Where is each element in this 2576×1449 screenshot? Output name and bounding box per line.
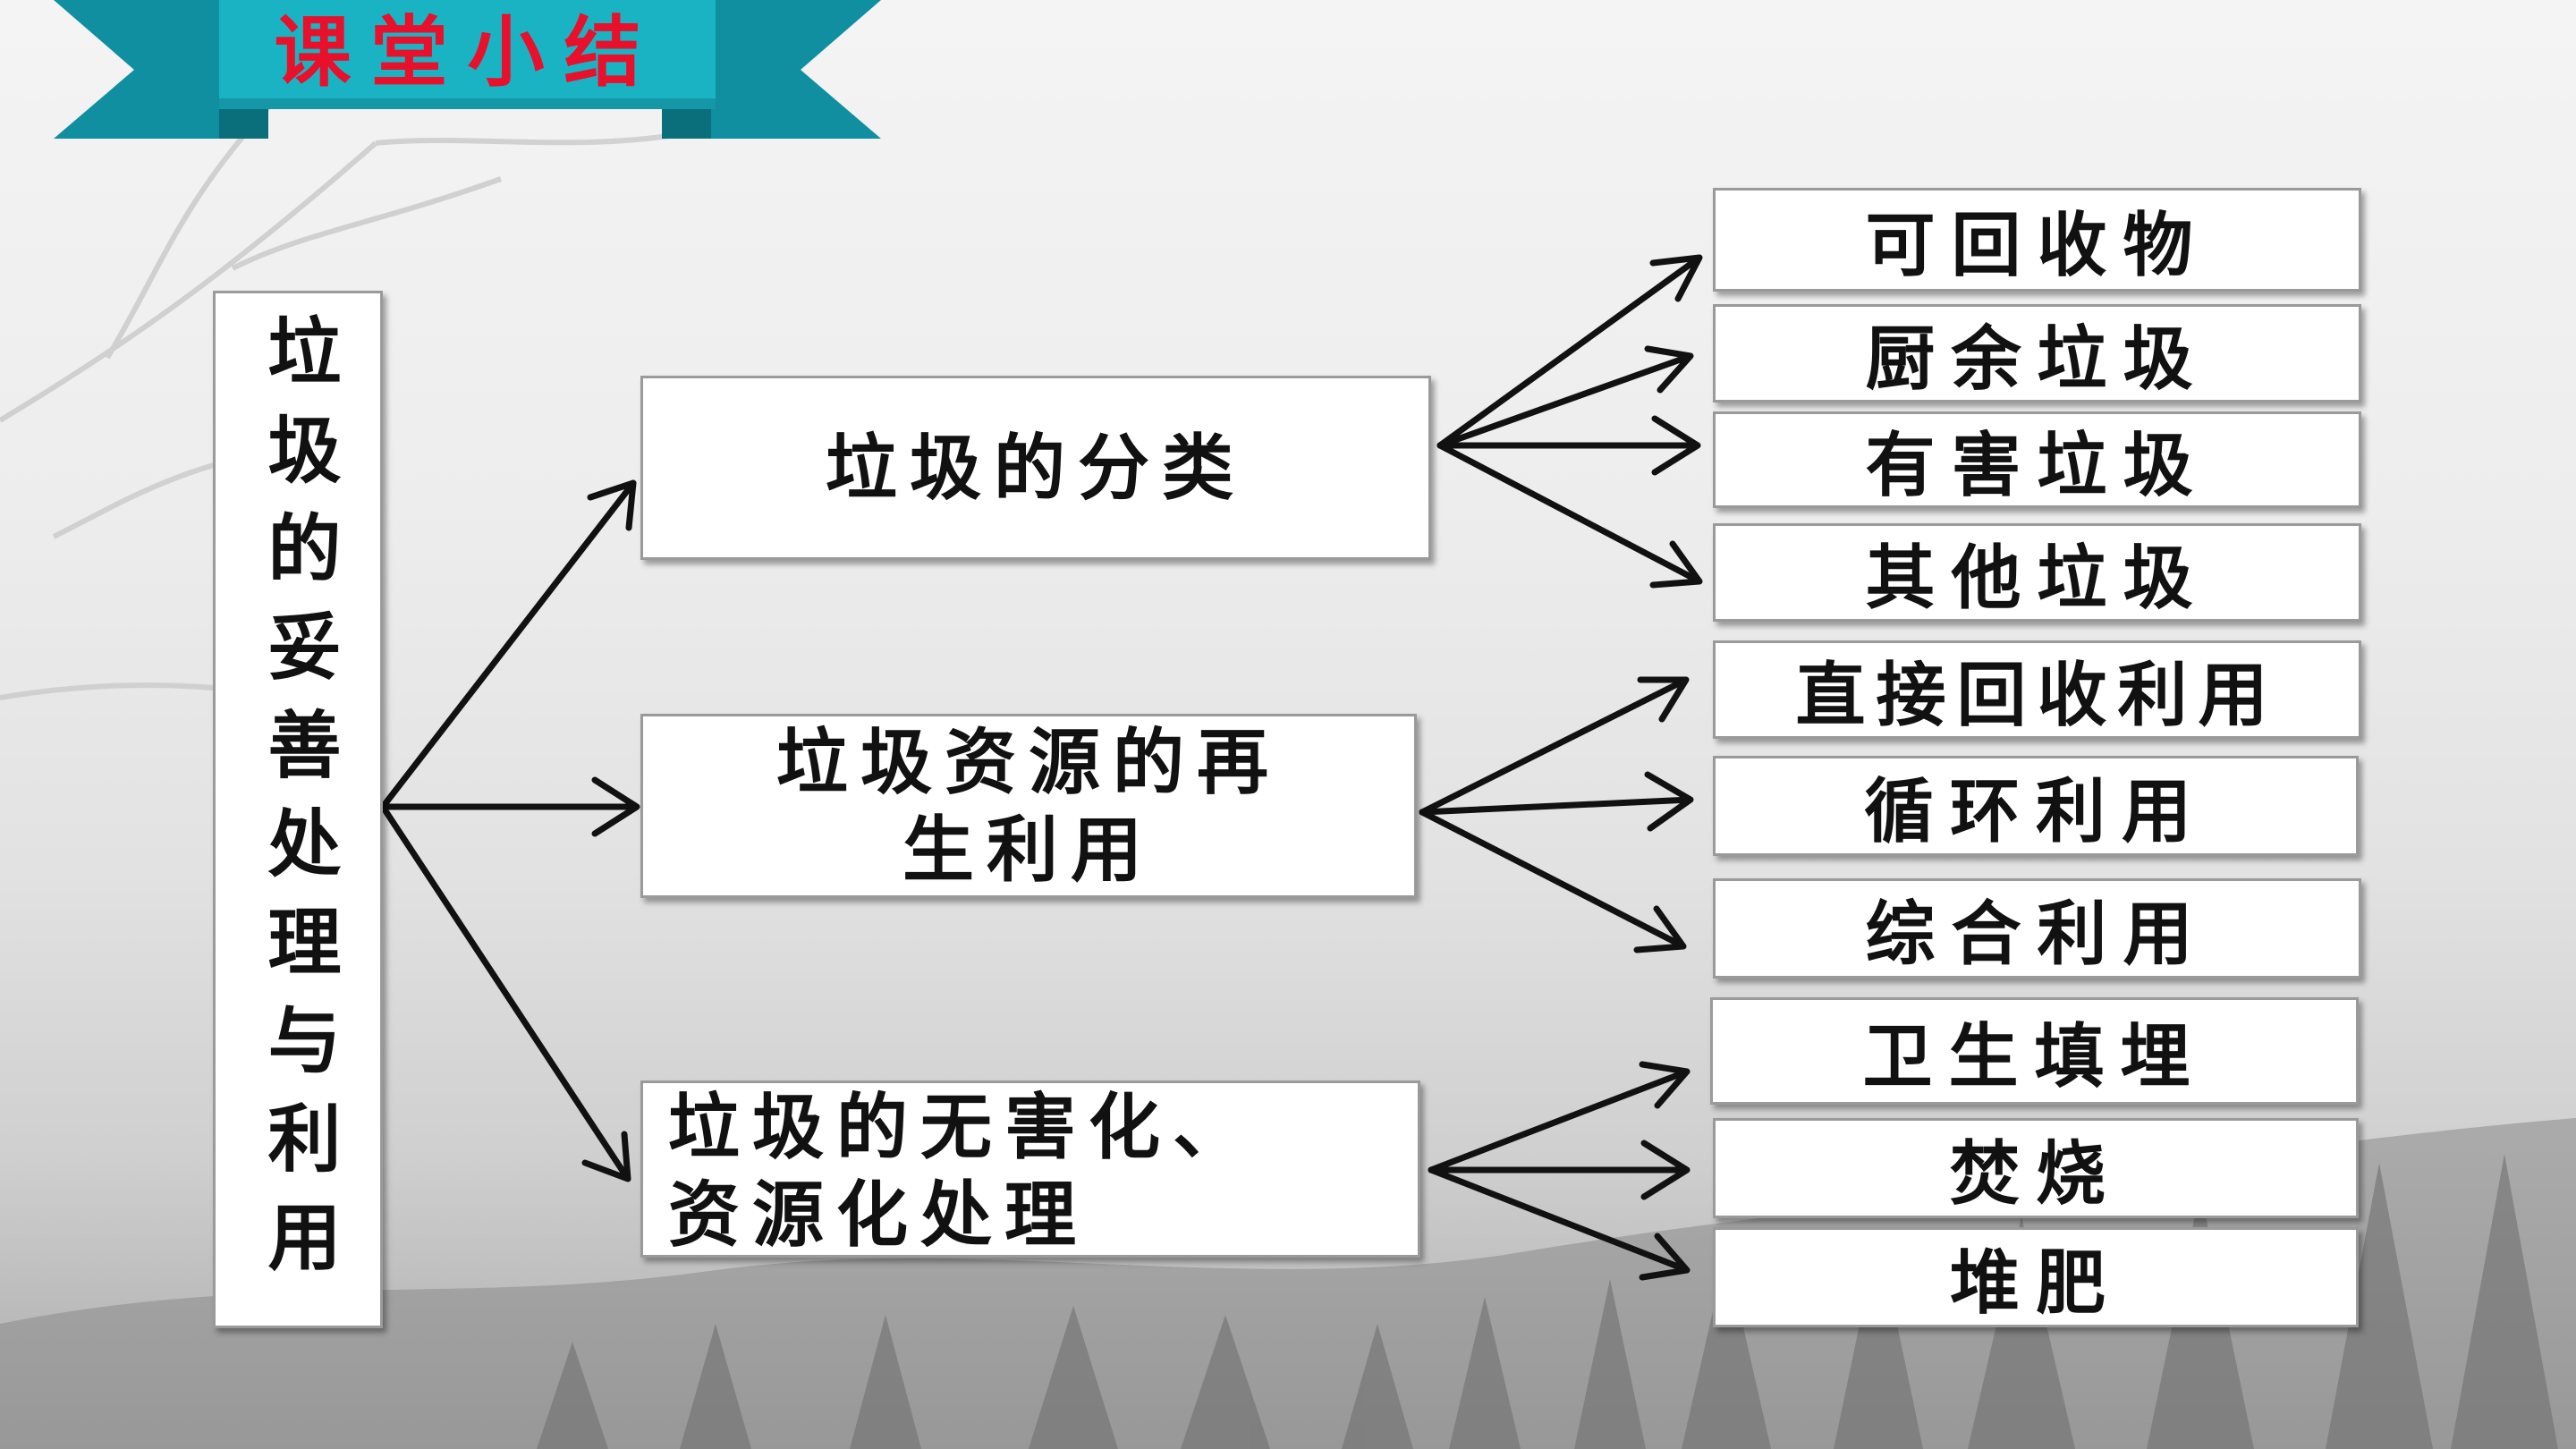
leaf-direct-recycle: 直接回收利用	[1713, 640, 2361, 739]
branch-resource-reuse: 垃圾资源的再 生利用	[640, 714, 1417, 898]
leaf-recyclable: 可回收物	[1713, 188, 2361, 292]
branch-classification-label: 垃圾的分类	[826, 426, 1246, 510]
arrow-to-direct-recycle	[1419, 676, 1690, 816]
tree-line-decoration	[537, 1154, 2558, 1449]
leaf-comprehensive-use: 综合利用	[1713, 878, 2361, 979]
leaf-cyclic-use: 循环利用	[1713, 756, 2359, 856]
leaf-incineration: 焚烧	[1713, 1118, 2359, 1218]
tree-branches-decoration	[0, 105, 681, 709]
arrow-root-to-classification	[379, 479, 637, 810]
leaf-landfill: 卫生填埋	[1710, 997, 2359, 1105]
arrow-to-landfill	[1428, 1061, 1690, 1174]
arrow-to-comprehensive-use	[1419, 809, 1687, 953]
title-banner: 课堂小结	[0, 0, 894, 157]
branch-resource-reuse-line2: 生利用	[902, 808, 1155, 892]
arrow-to-cyclic-use	[1419, 771, 1694, 832]
leaf-compost: 堆肥	[1713, 1227, 2359, 1327]
arrow-root-to-reuse	[379, 776, 640, 837]
leaf-other-waste: 其他垃圾	[1713, 523, 2361, 622]
branch-harmless-line1: 垃圾的无害化、	[668, 1085, 1257, 1169]
arrow-to-hazardous	[1436, 415, 1701, 476]
leaf-hazardous-waste: 有害垃圾	[1713, 411, 2361, 508]
banner-title: 课堂小结	[274, 6, 661, 97]
leaf-kitchen-waste: 厨余垃圾	[1713, 304, 2361, 402]
branch-classification: 垃圾的分类	[640, 376, 1431, 560]
branch-harmless-treatment: 垃圾的无害化、 资源化处理	[640, 1080, 1420, 1258]
arrow-to-compost	[1428, 1166, 1690, 1281]
branch-harmless-line2: 资源化处理	[668, 1173, 1089, 1257]
arrow-to-incineration	[1428, 1140, 1690, 1200]
root-node: 垃圾的妥善处理与利用	[213, 291, 383, 1328]
arrow-root-to-harmless	[379, 803, 631, 1182]
arrow-to-kitchen-waste	[1436, 345, 1694, 449]
arrow-to-recyclable	[1436, 254, 1703, 449]
branch-resource-reuse-line1: 垃圾资源的再	[776, 720, 1281, 804]
ribbon-shape	[54, 0, 881, 139]
arrow-to-other-waste	[1436, 442, 1703, 589]
